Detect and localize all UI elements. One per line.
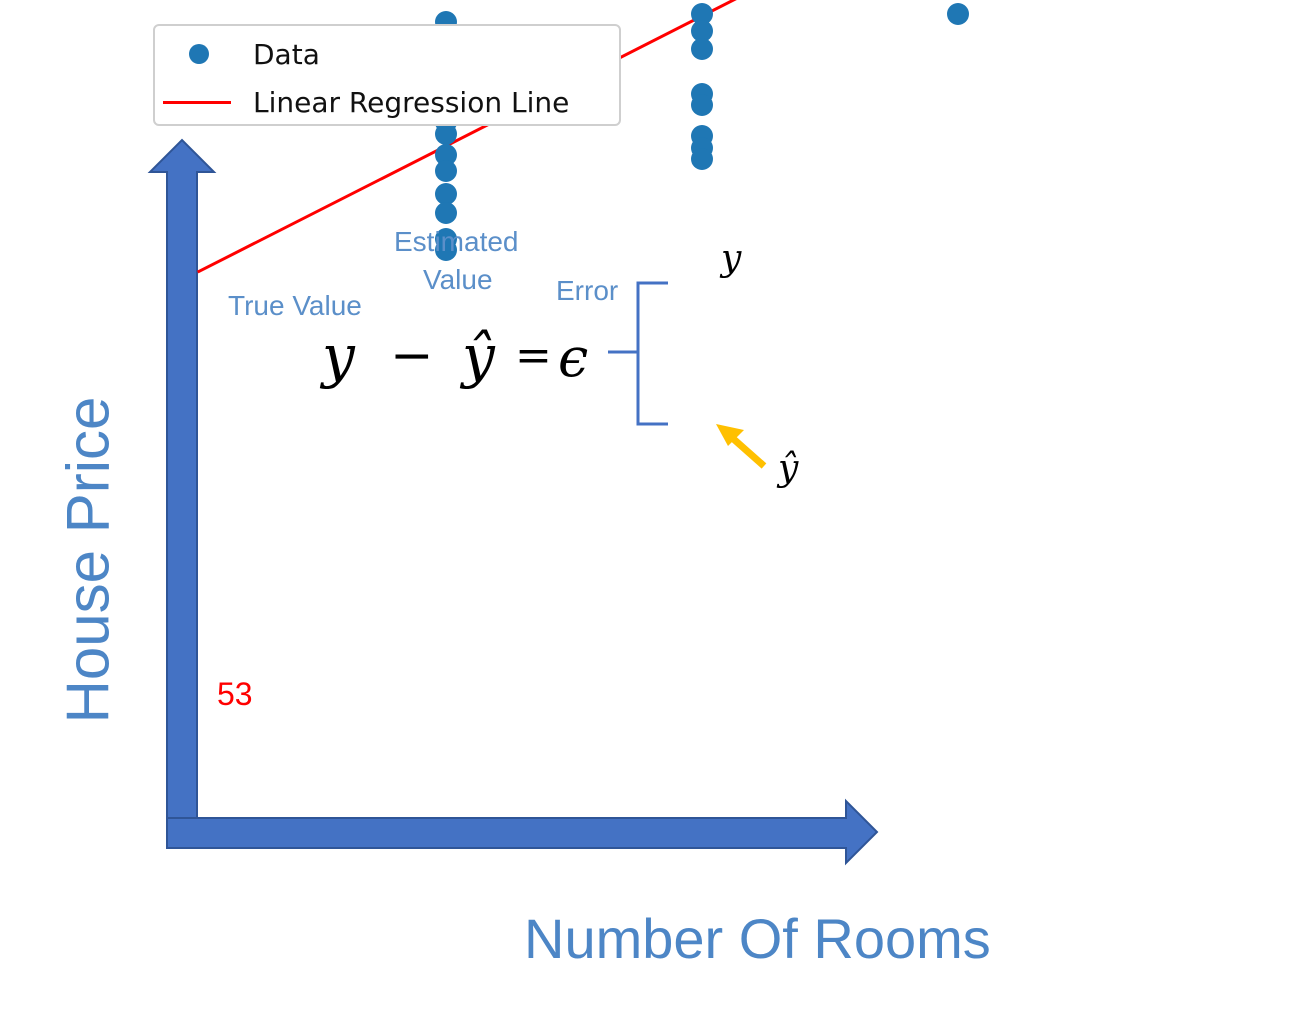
data-point [435, 160, 457, 182]
pointer-arrow [716, 424, 767, 469]
data-point [691, 94, 713, 116]
data-point [691, 3, 713, 25]
x-axis-arrow [166, 798, 879, 866]
data-point [691, 20, 713, 42]
legend-data-marker [189, 44, 209, 64]
equation-equals: = [515, 330, 552, 381]
legend-item-line: Linear Regression Line [155, 82, 569, 122]
equation-epsilon: ϵ [558, 326, 589, 389]
intercept-label: 53 [217, 676, 253, 712]
data-point [435, 239, 457, 261]
data-point [435, 144, 457, 166]
legend-line-marker [163, 100, 231, 104]
legend: Data Linear Regression Line [153, 24, 621, 126]
error-bracket [636, 281, 668, 426]
data-point [435, 202, 457, 224]
error-label: Error [556, 275, 619, 306]
legend-line-label: Linear Regression Line [253, 85, 570, 119]
x-axis-label: Number Of Rooms [524, 907, 991, 970]
data-point [435, 183, 457, 205]
legend-item-data: Data [155, 34, 320, 74]
equation-y: y [322, 322, 355, 390]
y-axis-label: House Price [54, 396, 122, 724]
estimated-value-label-line1: Estimated [394, 226, 519, 257]
estimated-value-label-line2: Value [423, 264, 493, 295]
data-point [691, 148, 713, 170]
y-axis-arrow [147, 138, 217, 819]
legend-data-label: Data [253, 37, 320, 71]
data-point [691, 38, 713, 60]
true-value-label: True Value [228, 290, 362, 321]
bracket-top-y-label: y [721, 238, 742, 279]
arrow-yhat-label: ŷ [778, 448, 799, 489]
equation-yhat: ŷ [462, 322, 495, 390]
data-point [435, 123, 457, 145]
data-point [947, 3, 969, 25]
equation-minus: − [390, 326, 434, 386]
